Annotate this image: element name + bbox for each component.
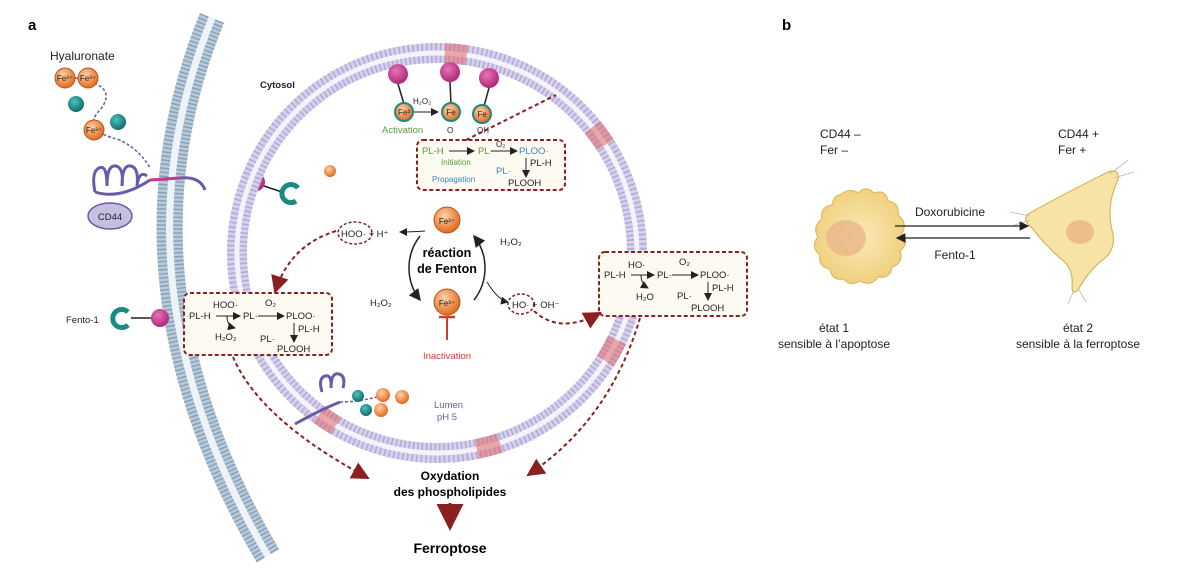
svg-text:PL·: PL·: [478, 146, 493, 157]
state1-subtitle: sensible à l’apoptose: [778, 337, 890, 351]
svg-text:PL·: PL·: [677, 291, 692, 302]
cd44-label: CD44: [98, 212, 122, 223]
hoo-radical: HOO· + H⁺: [337, 221, 389, 245]
initiation-box: PL-H PL· Initiation O₂ PLOO· PL-H PL· Pr…: [416, 139, 566, 191]
state2-title: état 2: [1063, 321, 1093, 335]
svg-text:HOO· + H⁺: HOO· + H⁺: [341, 229, 389, 240]
plasma-membrane: [156, 13, 280, 563]
activation-complex: Fe² Fe Fe H₂O₂ Activation O OH: [382, 62, 499, 136]
svg-text:H₂O₂: H₂O₂: [370, 298, 392, 309]
svg-text:de Fenton: de Fenton: [417, 262, 477, 276]
svg-text:PL-H: PL-H: [422, 146, 444, 157]
svg-text:PL·: PL·: [243, 311, 258, 322]
svg-text:PL-H: PL-H: [604, 270, 626, 281]
hyaluronate-chain: Fe³⁺ Fe³⁺ Fe³⁺: [54, 67, 151, 169]
fento1-probe-membrane: [110, 307, 169, 330]
fenton-cycle: Fe²⁺ Fe³⁺ réaction de Fenton H₂O₂ H₂O₂ I…: [370, 206, 522, 362]
hyaluronate-unit: [68, 96, 84, 112]
propagation-label: Propagation: [432, 175, 475, 184]
svg-text:pH 5: pH 5: [437, 412, 457, 423]
svg-text:Fe: Fe: [477, 110, 487, 119]
svg-text:PLOO·: PLOO·: [286, 311, 316, 322]
cd44-receptor: CD44: [87, 164, 207, 230]
fe3-ion: [433, 288, 461, 316]
svg-text:PL-H: PL-H: [712, 283, 734, 294]
svg-text:HO·: HO·: [628, 260, 645, 271]
hyaluronate-unit: [110, 114, 126, 130]
iron-ion-fe3: [54, 67, 76, 89]
ho-radical: HO· + OH⁻: [507, 293, 560, 315]
nucleus: [1066, 220, 1094, 244]
svg-text:Fe³⁺: Fe³⁺: [86, 126, 102, 135]
peroxidation-box-right: HO· PL-H H₂O PL· O₂ PLOO· PL-H PL· PLOOH: [598, 251, 748, 317]
svg-text:PLOOH: PLOOH: [691, 303, 724, 314]
svg-text:O₂: O₂: [496, 140, 505, 149]
oxidation-label: Oxydation: [421, 469, 480, 483]
svg-text:PL·: PL·: [260, 334, 275, 345]
panel-a-letter: a: [28, 17, 37, 34]
activation-label: Activation: [382, 125, 423, 136]
radical-arrows: [232, 230, 641, 479]
arrow-back-label: Fento-1: [934, 248, 976, 262]
svg-text:Fe³⁺: Fe³⁺: [439, 299, 455, 308]
peroxidation-box-left: HOO· PL-H H₂O₂ PL· O₂ PLOO· PL-H PL· PLO…: [183, 292, 333, 356]
fe2-ion: [433, 206, 461, 234]
fenton-reaction-label: réaction: [423, 246, 472, 260]
activation-connector: [465, 94, 557, 141]
state2-marker-cd44: CD44 +: [1058, 127, 1099, 141]
svg-text:PL-H: PL-H: [189, 311, 211, 322]
svg-text:H₂O₂: H₂O₂: [215, 332, 237, 343]
svg-text:des phospholipides: des phospholipides: [394, 485, 507, 499]
free-iron: [324, 165, 336, 177]
state1-marker-iron: Fer –: [820, 143, 848, 157]
iron-ion-fe3: [83, 119, 105, 141]
panel-b-letter: b: [782, 17, 791, 34]
ferroptose-label: Ferroptose: [413, 540, 486, 556]
nucleus: [826, 220, 866, 256]
iron-ion-fe3: [77, 67, 99, 89]
state2-marker-iron: Fer +: [1058, 143, 1086, 157]
arrow-forward-label: Doxorubicine: [915, 205, 985, 219]
svg-text:HO· + OH⁻: HO· + OH⁻: [512, 300, 560, 311]
svg-text:PL-H: PL-H: [530, 158, 552, 169]
svg-text:Fe²: Fe²: [398, 108, 410, 117]
cytosol-label: Cytosol: [260, 80, 295, 91]
svg-text:Fe³⁺: Fe³⁺: [80, 74, 96, 83]
hyaluronate-label: Hyaluronate: [50, 49, 115, 63]
svg-text:PLOOH: PLOOH: [277, 344, 310, 355]
svg-text:O₂: O₂: [679, 257, 690, 268]
svg-text:PL-H: PL-H: [298, 324, 320, 335]
svg-text:PL·: PL·: [657, 270, 672, 281]
svg-text:Fe³⁺: Fe³⁺: [57, 74, 73, 83]
svg-text:PLOO·: PLOO·: [700, 270, 730, 281]
svg-text:Fe: Fe: [446, 108, 456, 117]
svg-text:PL·: PL·: [496, 166, 511, 177]
svg-text:OH: OH: [477, 126, 489, 135]
initiation-label: Initiation: [441, 158, 471, 167]
svg-text:H₂O₂: H₂O₂: [500, 237, 522, 248]
lysosomal-cd44: [294, 372, 409, 426]
svg-text:HOO·: HOO·: [213, 300, 238, 311]
cell-state1: [813, 188, 907, 285]
inactivation-label: Inactivation: [423, 351, 471, 362]
cell-state2: [1009, 159, 1135, 305]
svg-text:O: O: [447, 126, 453, 135]
state2-subtitle: sensible à la ferroptose: [1016, 337, 1140, 351]
lumen-label: Lumen: [434, 400, 463, 411]
svg-text:H₂O: H₂O: [636, 292, 654, 303]
fento1-label: Fento-1: [66, 315, 99, 326]
svg-text:Fe²⁺: Fe²⁺: [439, 217, 455, 226]
svg-text:PLOOH: PLOOH: [508, 178, 541, 189]
state1-title: état 1: [819, 321, 849, 335]
svg-text:O₂: O₂: [265, 298, 276, 309]
svg-text:H₂O₂: H₂O₂: [413, 97, 431, 106]
state1-marker-cd44: CD44 –: [820, 127, 861, 141]
svg-text:PLOO·: PLOO·: [519, 146, 549, 157]
